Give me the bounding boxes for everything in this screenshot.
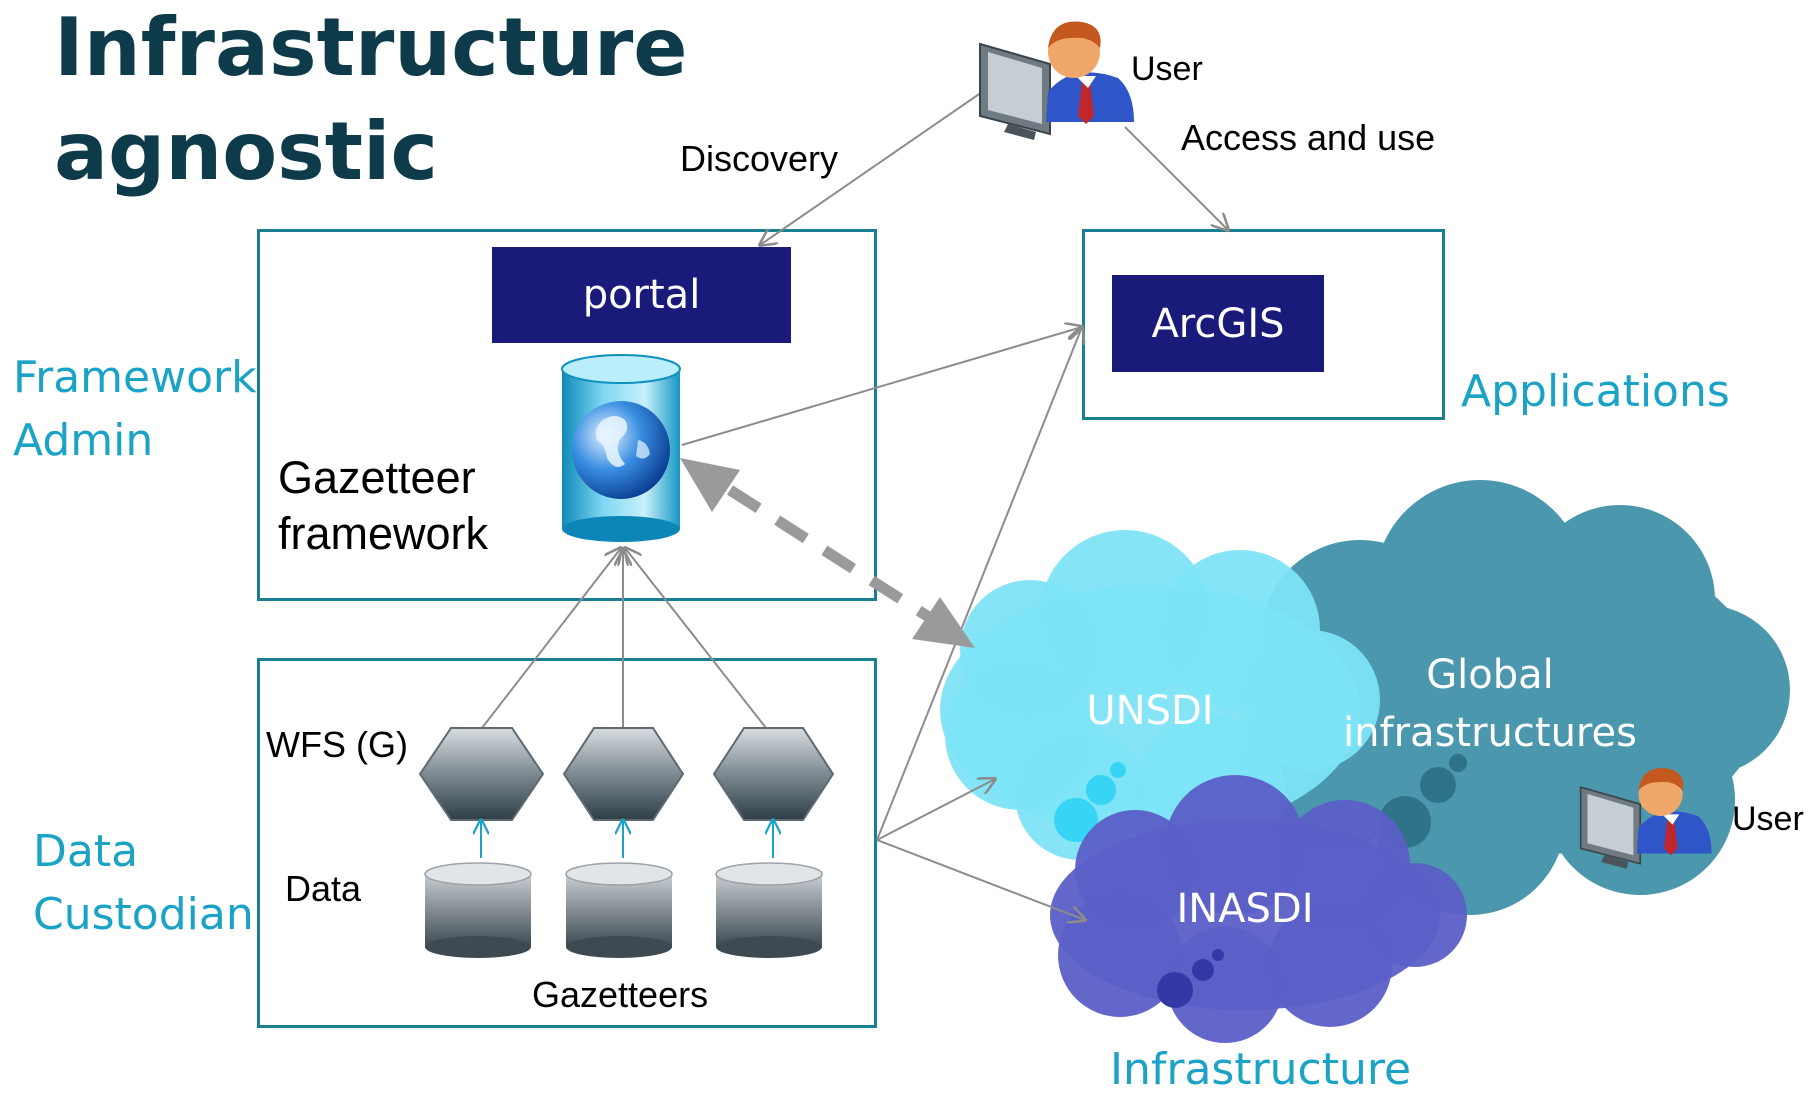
user-top-label: User: [1131, 50, 1203, 88]
role-data-custodian: Data Custodian: [33, 826, 254, 940]
data-label: Data: [285, 868, 362, 909]
data-custodian-box: [257, 658, 877, 1028]
data-drum-icon: [424, 862, 532, 958]
portal-label: portal: [582, 272, 701, 318]
gazetteer-framework-label: Gazetteer framework: [278, 452, 489, 559]
user-right-label: User: [1732, 800, 1804, 838]
wfs-hexagon-icon: [418, 727, 545, 821]
slide-title: Infrastructure agnostic: [54, 1, 688, 198]
cloud-unsdi: [940, 530, 1380, 865]
cloud-global-label: Global infrastructures: [1343, 652, 1637, 756]
user-computer-icon: [1579, 768, 1712, 869]
role-infrastructure: Infrastructure: [1110, 1044, 1412, 1095]
user-computer-icon: [979, 21, 1134, 140]
data-drum-icon: [565, 862, 673, 958]
wfs-hexagon-icon: [562, 727, 685, 821]
sync-dashed-arrow: [680, 458, 975, 648]
wfs-hexagon-icon: [712, 727, 835, 821]
portal-button[interactable]: portal: [492, 247, 791, 343]
wfs-label: WFS (G): [266, 724, 408, 765]
discovery-label: Discovery: [680, 138, 839, 179]
cloud-inasdi-label: INASDI: [1176, 886, 1314, 932]
arcgis-label: ArcGIS: [1151, 300, 1285, 347]
role-framework-admin: Framework Admin: [13, 352, 257, 466]
role-applications: Applications: [1461, 366, 1730, 417]
data-drum-icon: [715, 862, 823, 958]
database-globe-icon: [561, 354, 681, 542]
cloud-unsdi-label: UNSDI: [1086, 688, 1214, 734]
gazetteer-framework-box: [257, 229, 877, 601]
cloud-inasdi: [1050, 775, 1467, 1043]
access-and-use-label: Access and use: [1181, 117, 1436, 158]
arcgis-button[interactable]: ArcGIS: [1112, 275, 1324, 372]
gazetteers-label: Gazetteers: [532, 974, 709, 1015]
